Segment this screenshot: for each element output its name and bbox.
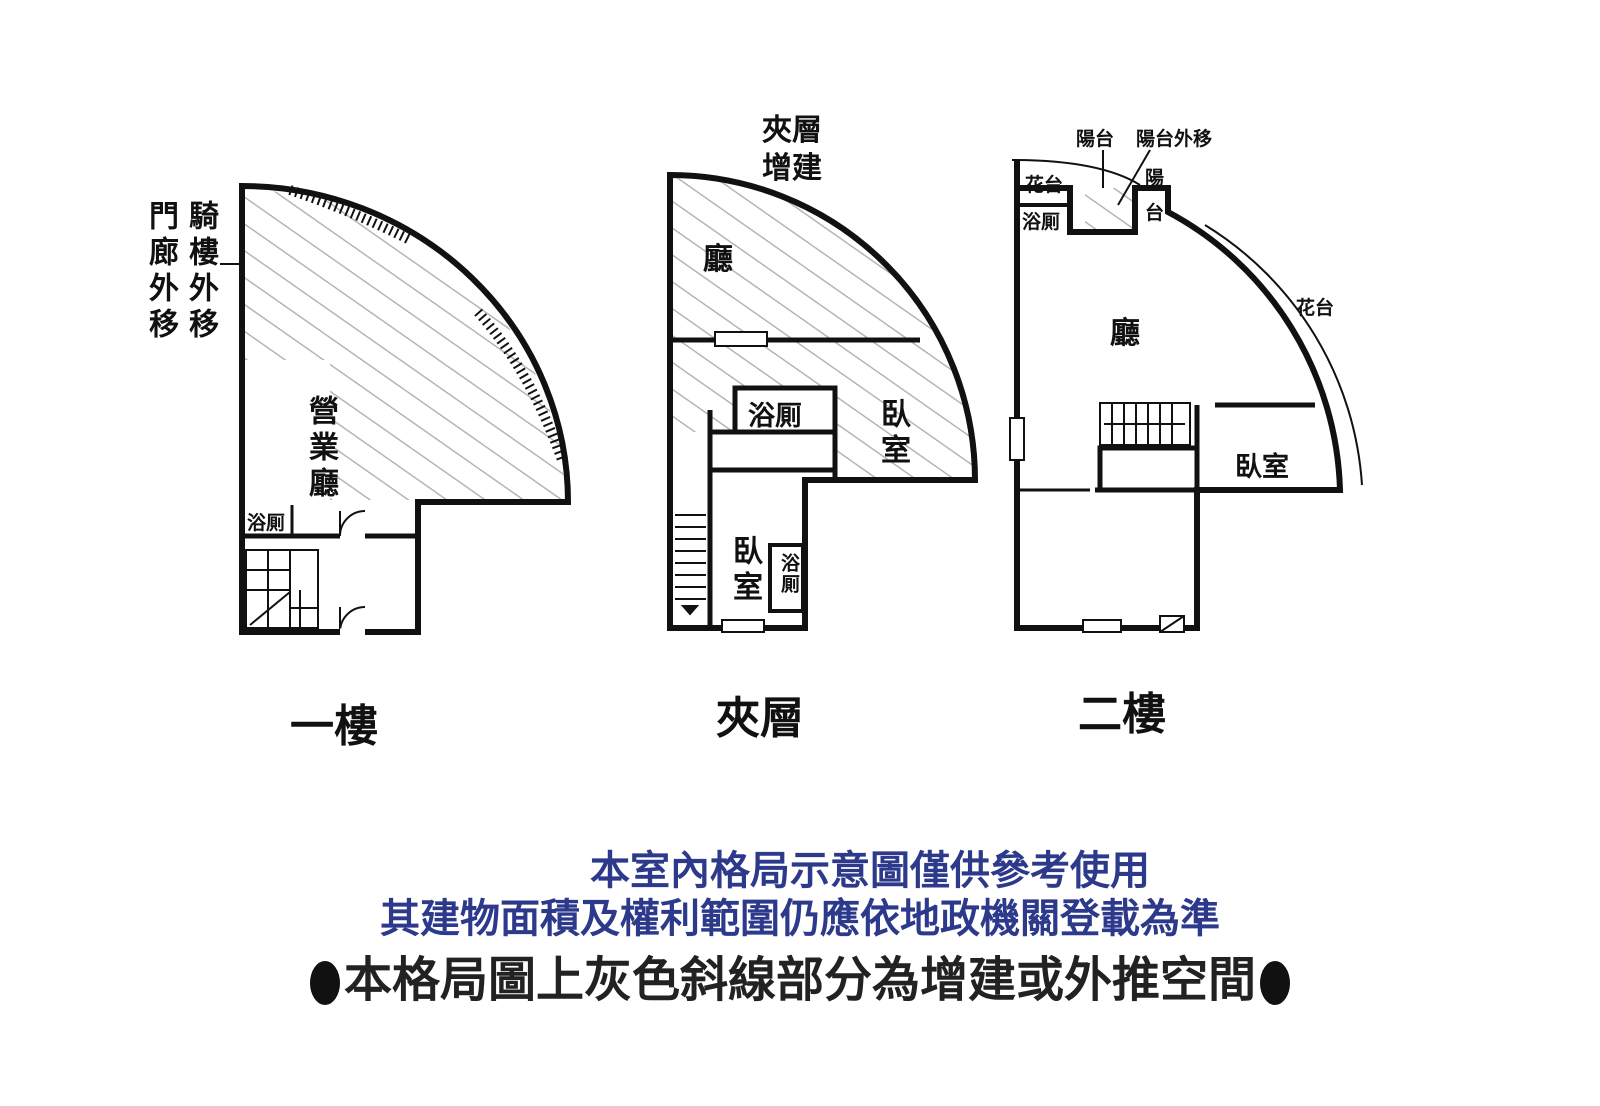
mezzanine-living-label: 廳	[703, 242, 733, 277]
first-floor-title: 一樓	[290, 701, 378, 752]
arcade-moved-label: 騎樓外移	[183, 200, 218, 344]
first-floor-plan	[220, 182, 572, 636]
planter-top-label: 花台	[1025, 174, 1064, 196]
hatch-legend-note: 本格局圖上灰色斜線部分為增建或外推空間	[0, 940, 1600, 1010]
mezzanine-bath-lower-label: 浴厠	[778, 553, 800, 595]
balcony-label: 陽台	[1076, 128, 1115, 150]
stairs	[245, 549, 319, 629]
first-bath-label: 浴厠	[247, 512, 286, 534]
second-floor-plan	[1009, 149, 1363, 633]
second-bath-label: 浴厠	[1022, 211, 1061, 233]
second-floor-outline	[1014, 160, 1344, 631]
second-bedroom-label: 臥室	[1235, 452, 1289, 483]
porch-moved-label: 門廊外移	[143, 200, 178, 344]
planter-right-label: 花台	[1296, 297, 1335, 319]
mezzanine-bath-upper-label: 浴厠	[748, 401, 802, 432]
balcony-moved-label: 陽台外移	[1136, 128, 1213, 150]
disclaimer-line-2: 其建物面積及權利範圍仍應依地政機關登載為準	[380, 896, 1220, 942]
stairs	[675, 514, 706, 616]
bullet-icon	[309, 961, 340, 1005]
mezzanine-hatched-area	[672, 178, 972, 478]
business-hall-label: 營業廳	[303, 395, 338, 503]
mezzanine-bedroom-lower-label: 臥室	[727, 535, 762, 607]
second-floor-title: 二樓	[1078, 689, 1166, 740]
bullet-icon	[1260, 961, 1290, 1005]
second-living-label: 廳	[1110, 316, 1140, 351]
balcony-side-label-2: 台	[1145, 202, 1165, 224]
mezzanine-plan	[667, 171, 979, 633]
second-floor-hatched-area	[1085, 188, 1135, 232]
mezzanine-title: 夾層	[716, 693, 804, 744]
stairs	[1099, 402, 1191, 446]
disclaimer-line-1: 本室內格局示意圖僅供參考使用	[590, 848, 1150, 894]
mezzanine-bedroom-right-label: 臥室	[875, 398, 910, 470]
mezzanine-outline	[667, 171, 979, 631]
hatch-legend-text: 本格局圖上灰色斜線部分為增建或外推空間	[343, 952, 1256, 1008]
balcony-side-label-1: 陽	[1145, 167, 1165, 189]
mezzanine-addition-label: 夾層增建	[762, 113, 822, 186]
first-floor-hatched-area	[245, 190, 565, 500]
first-floor-outline	[239, 182, 572, 635]
